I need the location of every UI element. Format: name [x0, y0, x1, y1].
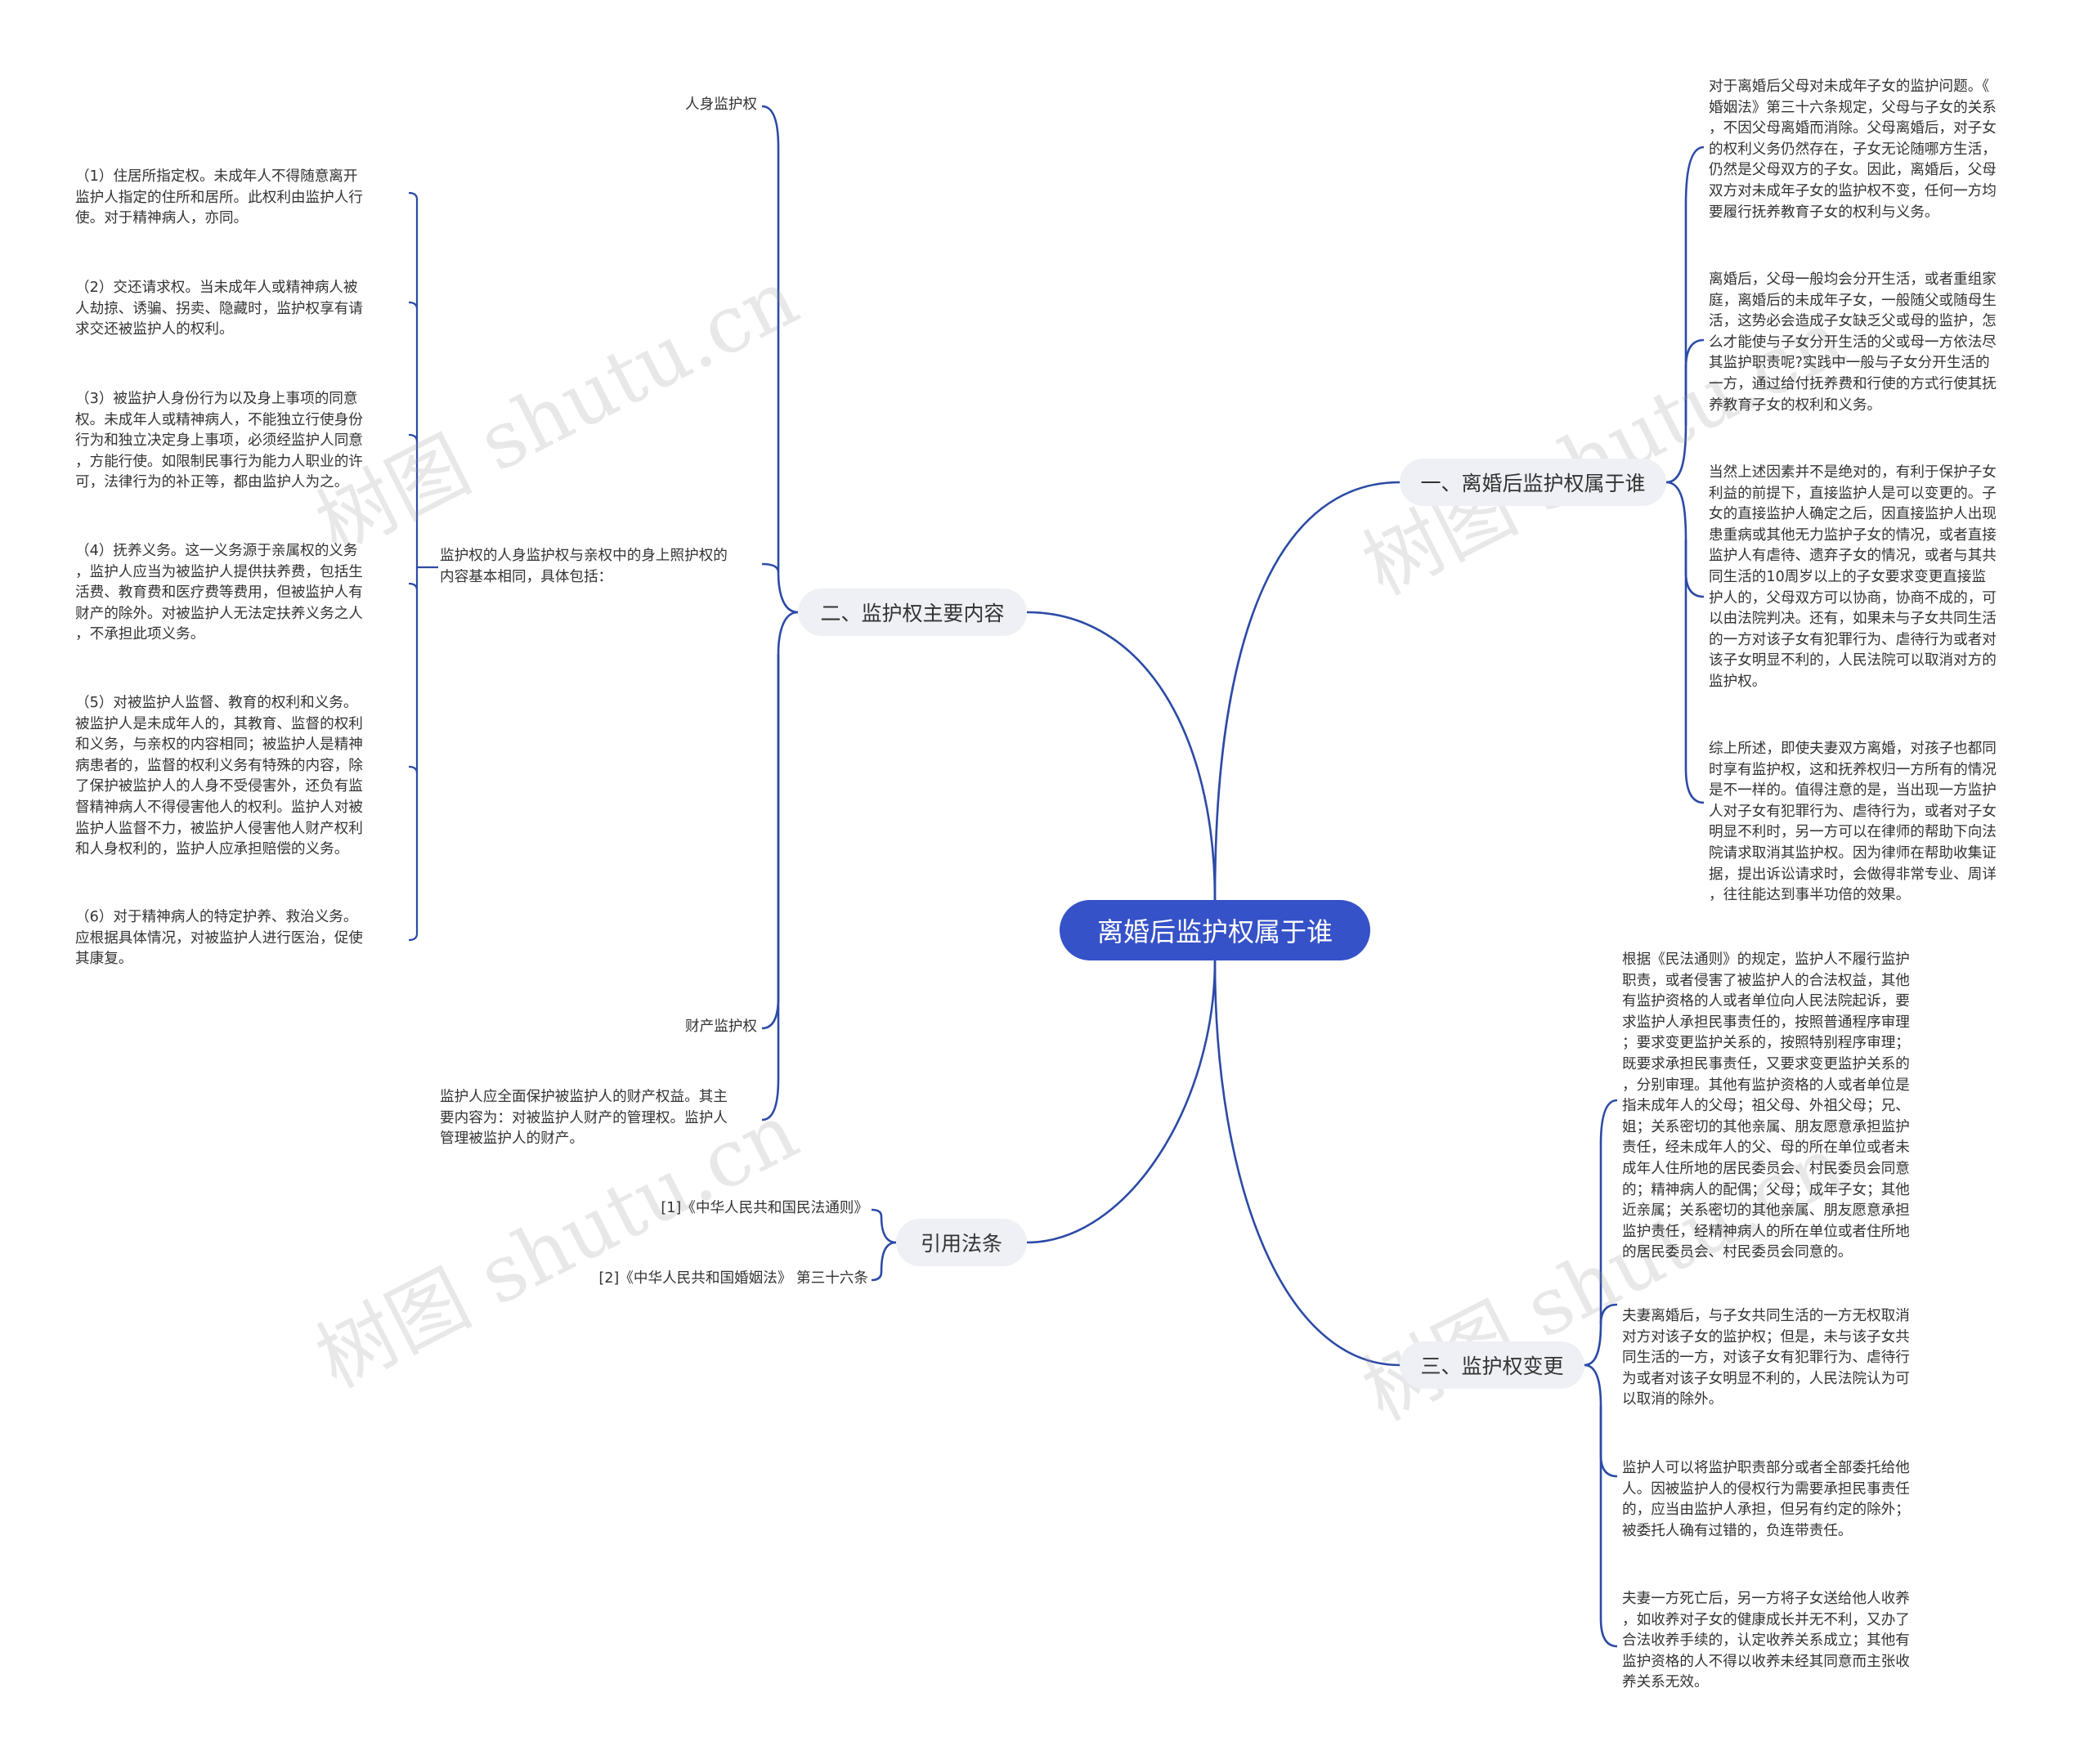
b2-personal-item-3: （3）被监护人身份行为以及身上事项的同意 权。未成年人或精神病人，不能独立行使身…	[75, 391, 363, 491]
link-personal-item-2	[408, 301, 419, 310]
branch-node-2[interactable]: 二、监护权主要内容	[798, 589, 1027, 636]
link-b2-personal-label	[761, 105, 780, 572]
root-node[interactable]: 离婚后监护权属于谁	[1060, 900, 1370, 960]
b2-personal-desc: 监护权的人身监护权与亲权中的身上照护权的 内容基本相同，具体包括：	[440, 548, 728, 585]
link-b3-item1	[1599, 1099, 1618, 1324]
b3-leaf-3: 监护人可以将监护职责部分或者全部委托给他 人。因被监护人的侵权行为需要承担民事责…	[1622, 1460, 1910, 1539]
b1-leaf-1: 对于离婚后父母对未成年子女的监护问题。《 婚姻法》第三十六条规定，父母与子女的关…	[1709, 78, 1997, 221]
link-personal-item-3	[408, 433, 419, 442]
b3-leaf-4: 夫妻一方死亡后，另一方将子女送给他人收养 ，如收养对子女的健康成长并无不利，又办…	[1622, 1591, 1910, 1691]
b2-personal-item-5: （5）对被监护人监督、教育的权利和义务。 被监护人是未成年人的，其教育、监督的权…	[75, 695, 363, 858]
b4-leaf-2: [2]《中华人民共和国婚姻法》 第三十六条	[598, 1270, 868, 1287]
link-root-b3	[1213, 960, 1401, 1367]
branch-node-1[interactable]: 一、离婚后监护权属于谁	[1400, 459, 1666, 506]
b2-personal-item-2: （2）交还请求权。当未成年人或精神病人被 人劫掠、诱骗、拐卖、隐藏时，监护权享有…	[75, 280, 363, 338]
link-personal-items-bracket	[408, 191, 419, 942]
b1-leaf-4: 综上所述，即使夫妻双方离婚，对孩子也都同 时享有监护权，这和抚养权归一方所有的情…	[1709, 741, 1997, 904]
branch-node-3[interactable]: 三、监护权变更	[1400, 1341, 1584, 1389]
b2-personal-item-4: （4）抚养义务。这一义务源于亲属权的义务 ，监护人应当为被监护人提供扶养费，包括…	[75, 543, 363, 643]
b2-personal-item-6: （6）对于精神病人的特定护养、救治义务。 应根据具体情况，对被监护人进行医治，促…	[75, 909, 363, 968]
b3-leaf-2: 夫妻离婚后，与子女共同生活的一方无权取消 对方对该子女的监护权；但是，未与该子女…	[1622, 1308, 1910, 1408]
link-b3-trunk	[1584, 1323, 1602, 1367]
link-root-b4	[1026, 960, 1217, 1244]
link-b1-trunk2	[1665, 481, 1687, 540]
b3-leaf-1: 根据《民法通则》的规定，监护人不履行监护 职责，或者侵害了被监护人的合法权益，其…	[1622, 951, 1910, 1261]
b2-property-desc: 监护人应全面保护被监护人的财产权益。其主 要内容为：对被监护人财产的管理权。监护…	[440, 1089, 728, 1148]
link-b4-item2	[871, 1241, 897, 1282]
link-b4-item1	[871, 1208, 897, 1244]
b2-property-label: 财产监护权	[685, 1019, 757, 1035]
link-b2-trunk2	[777, 611, 799, 655]
link-b1-item2	[1684, 338, 1705, 425]
b1-leaf-3: 当然上述因素并不是绝对的，有利于保护子女 利益的前提下，直接监护人是可以变更的。…	[1709, 464, 1997, 690]
link-root-b2	[1026, 611, 1217, 901]
b1-leaf-2: 离婚后，父母一般均会分开生活，或者重组家 庭，离婚后的未成年子女，一般随父或随母…	[1709, 271, 1997, 414]
link-b2-property-label	[761, 654, 780, 1030]
b2-personal-label: 人身监护权	[685, 96, 757, 113]
link-b2-property-desc	[761, 654, 780, 1122]
link-b2-personal-desc	[761, 562, 780, 573]
link-b1-item1	[1684, 146, 1705, 425]
link-b1-item3	[1684, 539, 1705, 598]
link-root-b1	[1213, 481, 1401, 901]
link-personal-item-5	[408, 765, 419, 774]
link-b1-trunk	[1665, 424, 1687, 484]
link-b3-trunk2	[1584, 1363, 1602, 1407]
b4-leaf-1: [1]《中华人民共和国民法通则》	[661, 1200, 868, 1216]
link-b3-item4	[1599, 1406, 1618, 1648]
link-personal-item-4	[408, 582, 419, 591]
link-b3-item2	[1599, 1303, 1618, 1325]
link-b1-item4	[1684, 539, 1705, 804]
branch-node-4[interactable]: 引用法条	[896, 1219, 1027, 1266]
b2-personal-item-1: （1）住居所指定权。未成年人不得随意离开 监护人指定的住所和居所。此权利由监护人…	[75, 168, 363, 227]
link-b3-item3	[1599, 1406, 1618, 1478]
link-b2-trunk	[777, 571, 799, 614]
